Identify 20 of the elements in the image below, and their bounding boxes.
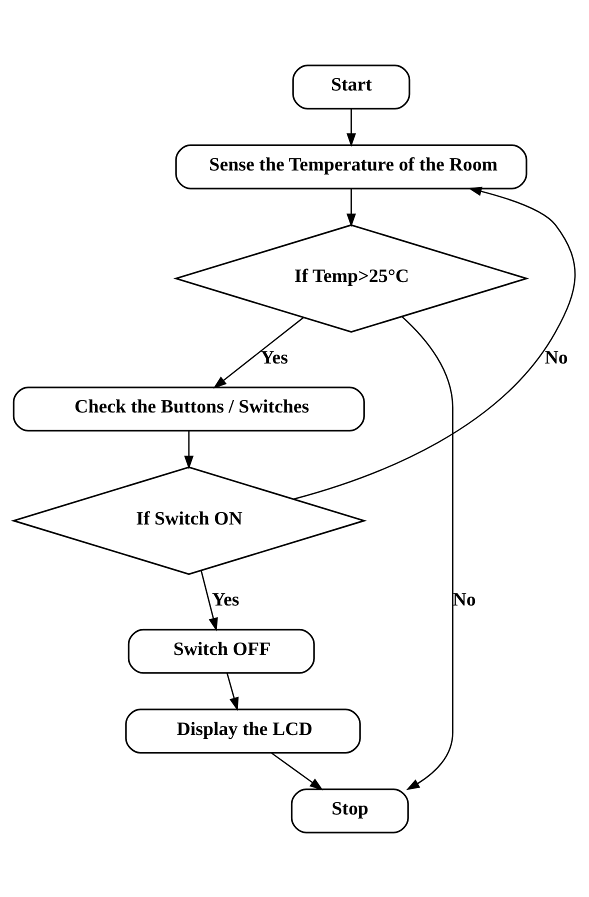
node-box: Switch OFF (128, 628, 315, 674)
arrow (402, 316, 454, 790)
edge-label: Yes (212, 589, 240, 610)
arrow (346, 108, 356, 146)
edge-label: No (544, 346, 568, 368)
node-box: Check the Buttons / Switches (12, 386, 365, 432)
node-box: Sense the Temperature of the Room (175, 144, 528, 189)
arrow (200, 570, 218, 631)
arrow (226, 672, 239, 710)
arrow (213, 316, 304, 388)
node-diamond: If Temp>25°C (173, 224, 530, 332)
node-box: Display the LCD (125, 708, 361, 754)
node-diamond: If Switch ON (10, 466, 367, 574)
arrow (184, 430, 194, 469)
arrow (294, 186, 576, 500)
edge-label: Yes (260, 346, 288, 368)
node-box: Start (292, 64, 410, 110)
node-box: Stop (290, 788, 409, 833)
arrow (346, 188, 356, 227)
arrow (271, 752, 324, 790)
